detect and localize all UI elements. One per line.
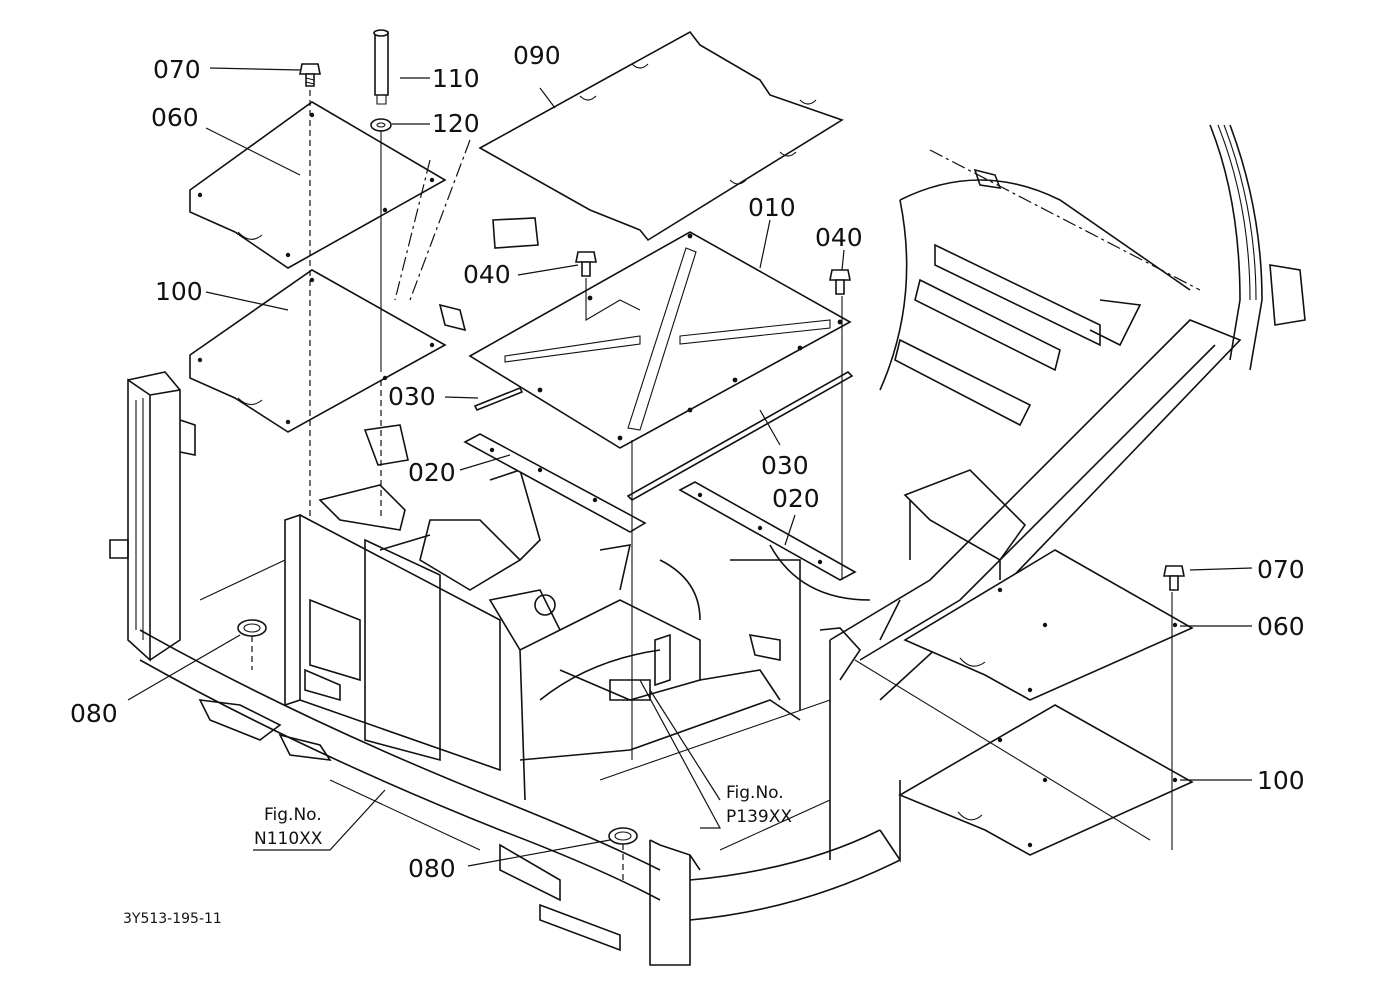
rod-030-left [473, 386, 524, 412]
label-080-left: 080 [70, 699, 118, 728]
label-100-right: 100 [1257, 766, 1305, 795]
leader-lines [127, 67, 1253, 867]
washer-120 [370, 118, 392, 132]
plate-090 [478, 30, 844, 242]
bar-020-right [678, 481, 857, 581]
label-090: 090 [513, 41, 561, 70]
part-labels: 070 110 090 060 120 010 040 040 100 030 … [70, 41, 1305, 883]
plate-060-left [189, 101, 447, 269]
bolt-070-left [299, 63, 321, 87]
fig-ref-number-1: N110XX [254, 829, 323, 849]
label-030-right: 030 [761, 451, 809, 480]
label-060-right: 060 [1257, 612, 1305, 641]
label-110: 110 [432, 64, 480, 93]
label-040-left: 040 [463, 260, 511, 289]
bar-020-left [463, 433, 647, 533]
label-070-right: 070 [1257, 555, 1305, 584]
machine-frame [109, 124, 1306, 966]
fig-ref-number-2: P139XX [726, 807, 792, 827]
label-010: 010 [748, 193, 796, 222]
label-100-left: 100 [155, 277, 203, 306]
label-040-right: 040 [815, 223, 863, 252]
label-020-left: 020 [408, 458, 456, 487]
rod-030-right [626, 371, 854, 501]
bolt-040-right [829, 269, 851, 295]
assembly-axis-lines [309, 90, 1173, 850]
document-code: 3Y513-195-11 [123, 911, 222, 927]
plate-060-right [903, 549, 1194, 701]
label-080-bottom: 080 [408, 854, 456, 883]
bolt-040-left [575, 251, 597, 277]
label-070-top-left: 070 [153, 55, 201, 84]
label-060-top-left: 060 [151, 103, 199, 132]
label-120: 120 [432, 109, 480, 138]
label-020-right: 020 [772, 484, 820, 513]
fig-ref-label-1: Fig.No. [264, 805, 322, 825]
figure-references: Fig.No. N110XX Fig.No. P139XX [254, 783, 792, 849]
bolt-070-right [1163, 565, 1185, 591]
plate-010 [468, 231, 852, 449]
fig-ref-label-2: Fig.No. [726, 783, 784, 803]
pin-110 [373, 29, 389, 105]
label-030-left: 030 [388, 382, 436, 411]
